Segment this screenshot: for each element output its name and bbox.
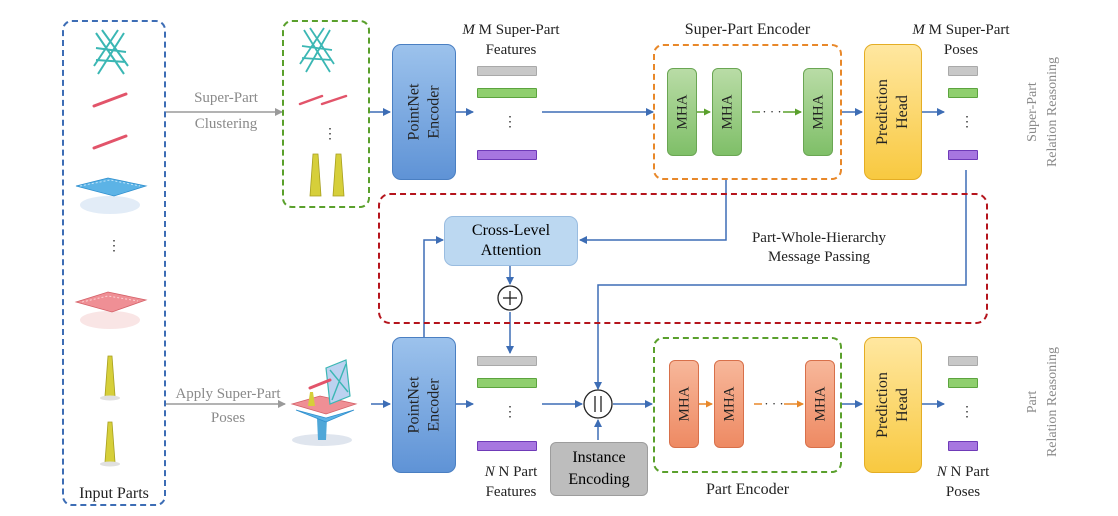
concat-circle — [583, 389, 613, 419]
pose-bar — [948, 441, 978, 451]
cross-level-label-1: Cross-Level — [471, 222, 551, 239]
input-parts-label: Input Parts — [79, 485, 149, 502]
cross-level-label-2: Attention — [480, 242, 542, 259]
apply-poses-label-2: Poses — [210, 410, 246, 426]
super-part-encoder-box — [653, 44, 842, 180]
plate-part-icon — [75, 177, 148, 214]
mha-block-bottom-2: MHA — [714, 360, 744, 448]
x-truss-part-icon — [93, 29, 129, 75]
encoder-to-cla-arrow — [579, 180, 727, 244]
ellipsis-vertical: ⋮ — [960, 405, 974, 420]
rod-part-icon — [92, 92, 128, 108]
cone-part-icon — [309, 153, 345, 197]
ellipsis-vertical: ⋮ — [107, 239, 121, 254]
ellipsis-horizontal: · · · — [762, 104, 782, 119]
pointnet-to-cla-arrow — [423, 236, 444, 340]
mha-block-bottom-3: MHA — [805, 360, 835, 448]
mha-label: MHA — [812, 386, 829, 422]
pwh-label-1: Part-Whole-Hierarchy — [751, 230, 887, 246]
side-part-label-2: Relation Reasoning — [1045, 346, 1060, 458]
n-part-poses-label-1: N N Part — [936, 464, 990, 480]
feature-bar — [477, 150, 537, 160]
ellipsis-vertical: ⋮ — [503, 115, 517, 130]
clustering-label-1: Super-Part — [194, 90, 258, 106]
m-super-features-label-1: M M Super-Part — [462, 22, 560, 38]
plate-part-icon — [74, 291, 148, 329]
rod-part-icon — [298, 94, 324, 106]
n-part-features-label-1: N N Part — [484, 464, 538, 480]
instance-label-1: Instance — [572, 449, 626, 466]
side-part-label-1: Part — [1025, 390, 1040, 414]
ellipsis-horizontal: · · · — [764, 396, 784, 411]
m-super-poses-label-1: M M Super-Part — [912, 22, 1010, 38]
input-parts-box — [62, 20, 166, 506]
pose-bar — [948, 378, 978, 388]
n-part-poses-text: N Part — [950, 464, 990, 480]
n-part-features-label-2: Features — [485, 484, 537, 500]
mha-block-top-2: MHA — [712, 68, 742, 156]
n-part-poses-label-2: Poses — [945, 484, 981, 500]
n-part-features-text: N Part — [498, 464, 538, 480]
super-part-encoder-label: Super-Part Encoder — [684, 21, 811, 38]
x-truss-part-icon — [299, 27, 335, 73]
feature-bar — [477, 66, 537, 76]
ellipsis-vertical: ⋮ — [960, 115, 974, 130]
side-super-label-1: Super-Part — [1025, 82, 1040, 142]
m-super-features-label-2: Features — [485, 42, 537, 58]
mha-label: MHA — [810, 94, 827, 130]
assembled-chair-icon — [290, 359, 358, 446]
m-super-poses-text: M Super-Part — [928, 22, 1010, 38]
pose-bar — [948, 150, 978, 160]
super-part-cluster-box — [282, 20, 370, 208]
super-poses-to-concat-arrow — [594, 170, 967, 390]
ellipsis-vertical: ⋮ — [323, 127, 337, 142]
mha-label: MHA — [674, 94, 691, 130]
cone-part-icon — [100, 421, 120, 467]
feature-bar — [477, 441, 537, 451]
mha-label: MHA — [721, 386, 738, 422]
pose-bar — [948, 356, 978, 366]
part-encoder-label: Part Encoder — [705, 481, 790, 498]
ellipsis-vertical: ⋮ — [503, 405, 517, 420]
pose-bar — [948, 88, 978, 98]
m-super-features-text: M Super-Part — [478, 22, 560, 38]
feature-bar — [477, 88, 537, 98]
cross-level-attention: Cross-Level Attention — [444, 216, 578, 266]
clustering-label-2: Clustering — [194, 116, 258, 132]
mha-label: MHA — [676, 386, 693, 422]
feature-bar — [477, 378, 537, 388]
rod-part-icon — [92, 134, 128, 150]
pwh-label-2: Message Passing — [767, 249, 871, 265]
pose-bar — [948, 66, 978, 76]
side-super-label-2: Relation Reasoning — [1045, 56, 1060, 168]
mha-label: MHA — [719, 94, 736, 130]
cone-part-icon — [100, 355, 120, 401]
feature-bar — [477, 356, 537, 366]
rod-part-icon — [320, 94, 348, 106]
plus-circle — [497, 285, 523, 311]
mha-block-top-1: MHA — [667, 68, 697, 156]
apply-poses-label-1: Apply Super-Part — [175, 386, 281, 402]
part-encoder-box — [653, 337, 842, 473]
instance-encoding: Instance Encoding — [550, 442, 648, 496]
message-passing-box — [378, 193, 988, 324]
instance-label-2: Encoding — [568, 471, 630, 488]
mha-block-bottom-1: MHA — [669, 360, 699, 448]
mha-block-top-3: MHA — [803, 68, 833, 156]
m-super-poses-label-2: Poses — [943, 42, 979, 58]
